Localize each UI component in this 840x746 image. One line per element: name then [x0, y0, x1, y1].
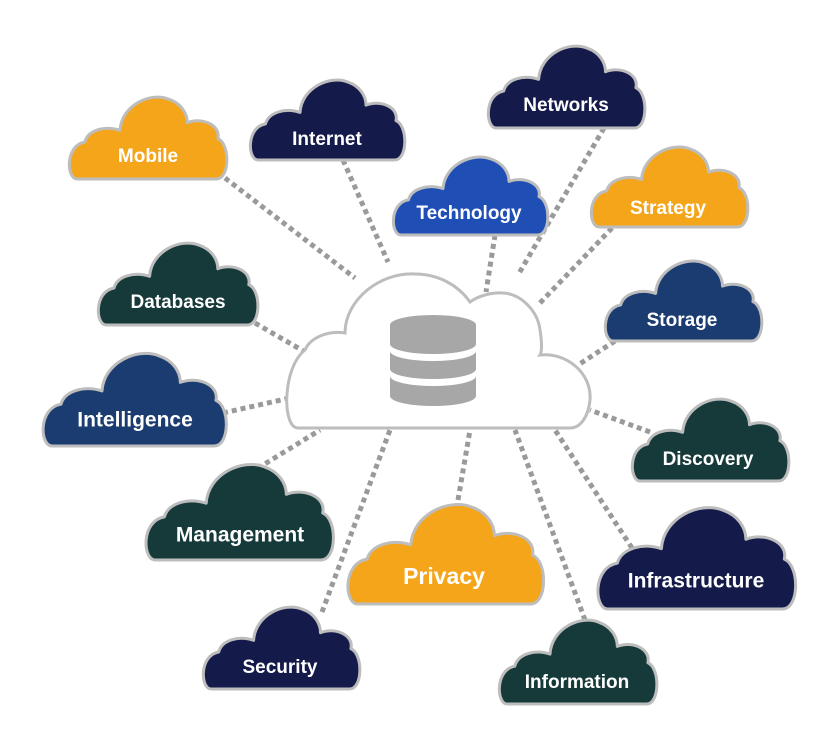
cloud-technology: Technology: [392, 155, 550, 237]
connector-technology: [483, 234, 498, 293]
cloud-databases: Databases: [96, 241, 260, 327]
database-icon: [390, 315, 476, 406]
cloud-internet: Internet: [249, 78, 407, 162]
cloud-networks: Networks: [486, 44, 647, 130]
cloud-shape-storage: [603, 259, 764, 343]
cloud-label-strategy: Strategy: [630, 198, 706, 219]
cloud-intelligence: Intelligence: [41, 351, 228, 448]
cloud-information: Information: [497, 618, 659, 706]
cloud-management: Management: [144, 462, 335, 562]
cloud-label-security: Security: [243, 657, 318, 678]
cloud-label-intelligence: Intelligence: [77, 409, 193, 432]
cloud-shape-technology: [392, 155, 550, 237]
cloud-storage: Storage: [603, 259, 764, 343]
central-cloud: [285, 272, 592, 430]
cloud-shape-management: [144, 462, 335, 562]
cloud-label-management: Management: [176, 524, 304, 547]
cloud-shape-strategy: [589, 145, 750, 229]
connector-privacy: [455, 429, 473, 501]
cloud-shape-databases: [96, 241, 260, 327]
cloud-security: Security: [201, 605, 362, 691]
cloud-shape-mobile: [67, 95, 229, 181]
cloud-label-internet: Internet: [292, 129, 362, 150]
connector-lines: [222, 126, 651, 621]
connector-strategy: [538, 226, 614, 305]
connector-databases: [253, 320, 307, 355]
cloud-discovery: Discovery: [630, 397, 791, 483]
cloud-strategy: Strategy: [589, 145, 750, 229]
connector-mobile: [223, 176, 357, 280]
cloud-label-technology: Technology: [416, 203, 522, 224]
cloud-label-mobile: Mobile: [118, 146, 178, 167]
cloud-shape-privacy: [346, 503, 545, 606]
cloud-label-discovery: Discovery: [663, 449, 754, 470]
cloud-label-privacy: Privacy: [403, 563, 485, 589]
cloud-shape-security: [201, 605, 362, 691]
cloud-mobile: Mobile: [67, 95, 229, 181]
connector-intelligence: [222, 395, 291, 416]
cloud-label-networks: Networks: [523, 95, 609, 116]
connector-infrastructure: [552, 428, 635, 550]
cloud-privacy: Privacy: [346, 503, 545, 606]
cloud-label-storage: Storage: [647, 310, 718, 331]
connector-storage: [576, 338, 617, 368]
cloud-label-databases: Databases: [130, 292, 225, 313]
cloud-infrastructure: Infrastructure: [596, 506, 798, 611]
cloud-shape-infrastructure: [596, 506, 798, 611]
cloud-label-information: Information: [525, 672, 630, 693]
cloud-shape-information: [497, 618, 659, 706]
connector-internet: [340, 158, 391, 264]
connector-networks: [515, 126, 607, 277]
connector-discovery: [589, 407, 651, 435]
connector-information: [512, 429, 588, 621]
cloud-shape-networks: [486, 44, 647, 130]
cloud-label-infrastructure: Infrastructure: [628, 570, 765, 593]
cloud-shape-discovery: [630, 397, 791, 483]
cloud-shape-intelligence: [41, 351, 228, 448]
cloud-shape-internet: [249, 78, 407, 162]
